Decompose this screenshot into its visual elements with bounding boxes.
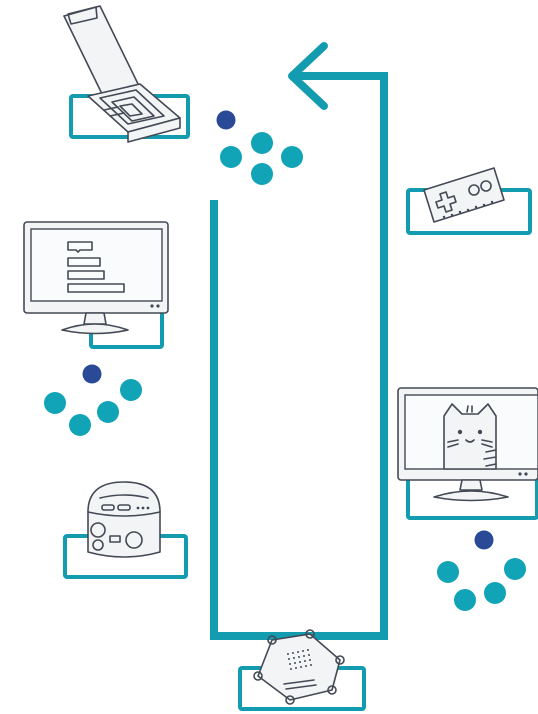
dot-teal — [504, 558, 526, 580]
dot-teal — [484, 582, 506, 604]
robot-icon — [87, 481, 161, 558]
dot-teal — [281, 146, 303, 168]
dot-teal — [220, 146, 242, 168]
dot-teal — [251, 132, 273, 154]
item-monitor-code — [23, 221, 169, 349]
monitor-cat-icon — [397, 387, 538, 502]
circuit-board-icon — [253, 629, 345, 705]
dot-navy — [82, 364, 102, 384]
dot-cluster-left — [44, 364, 142, 436]
item-chip-tray — [63, 5, 190, 143]
item-robot — [63, 481, 188, 579]
dot-teal — [437, 561, 459, 583]
dot-teal — [44, 392, 66, 414]
arrow-head-icon — [288, 42, 328, 110]
item-circuit-board — [238, 629, 366, 711]
dot-navy — [474, 530, 494, 550]
dot-teal — [251, 163, 273, 185]
dot-navy — [216, 110, 236, 130]
gamepad-icon — [423, 167, 505, 223]
monitor-code-icon — [23, 221, 169, 335]
item-monitor-cat — [397, 387, 538, 520]
chip-tray-icon — [63, 5, 181, 143]
dot-teal — [120, 379, 142, 401]
item-gamepad — [406, 167, 532, 235]
dot-teal — [97, 401, 119, 423]
dot-cluster-right — [437, 530, 526, 611]
flow-loop-line — [210, 72, 388, 640]
dot-teal — [69, 414, 91, 436]
dot-teal — [454, 589, 476, 611]
dot-cluster-top — [216, 110, 303, 185]
